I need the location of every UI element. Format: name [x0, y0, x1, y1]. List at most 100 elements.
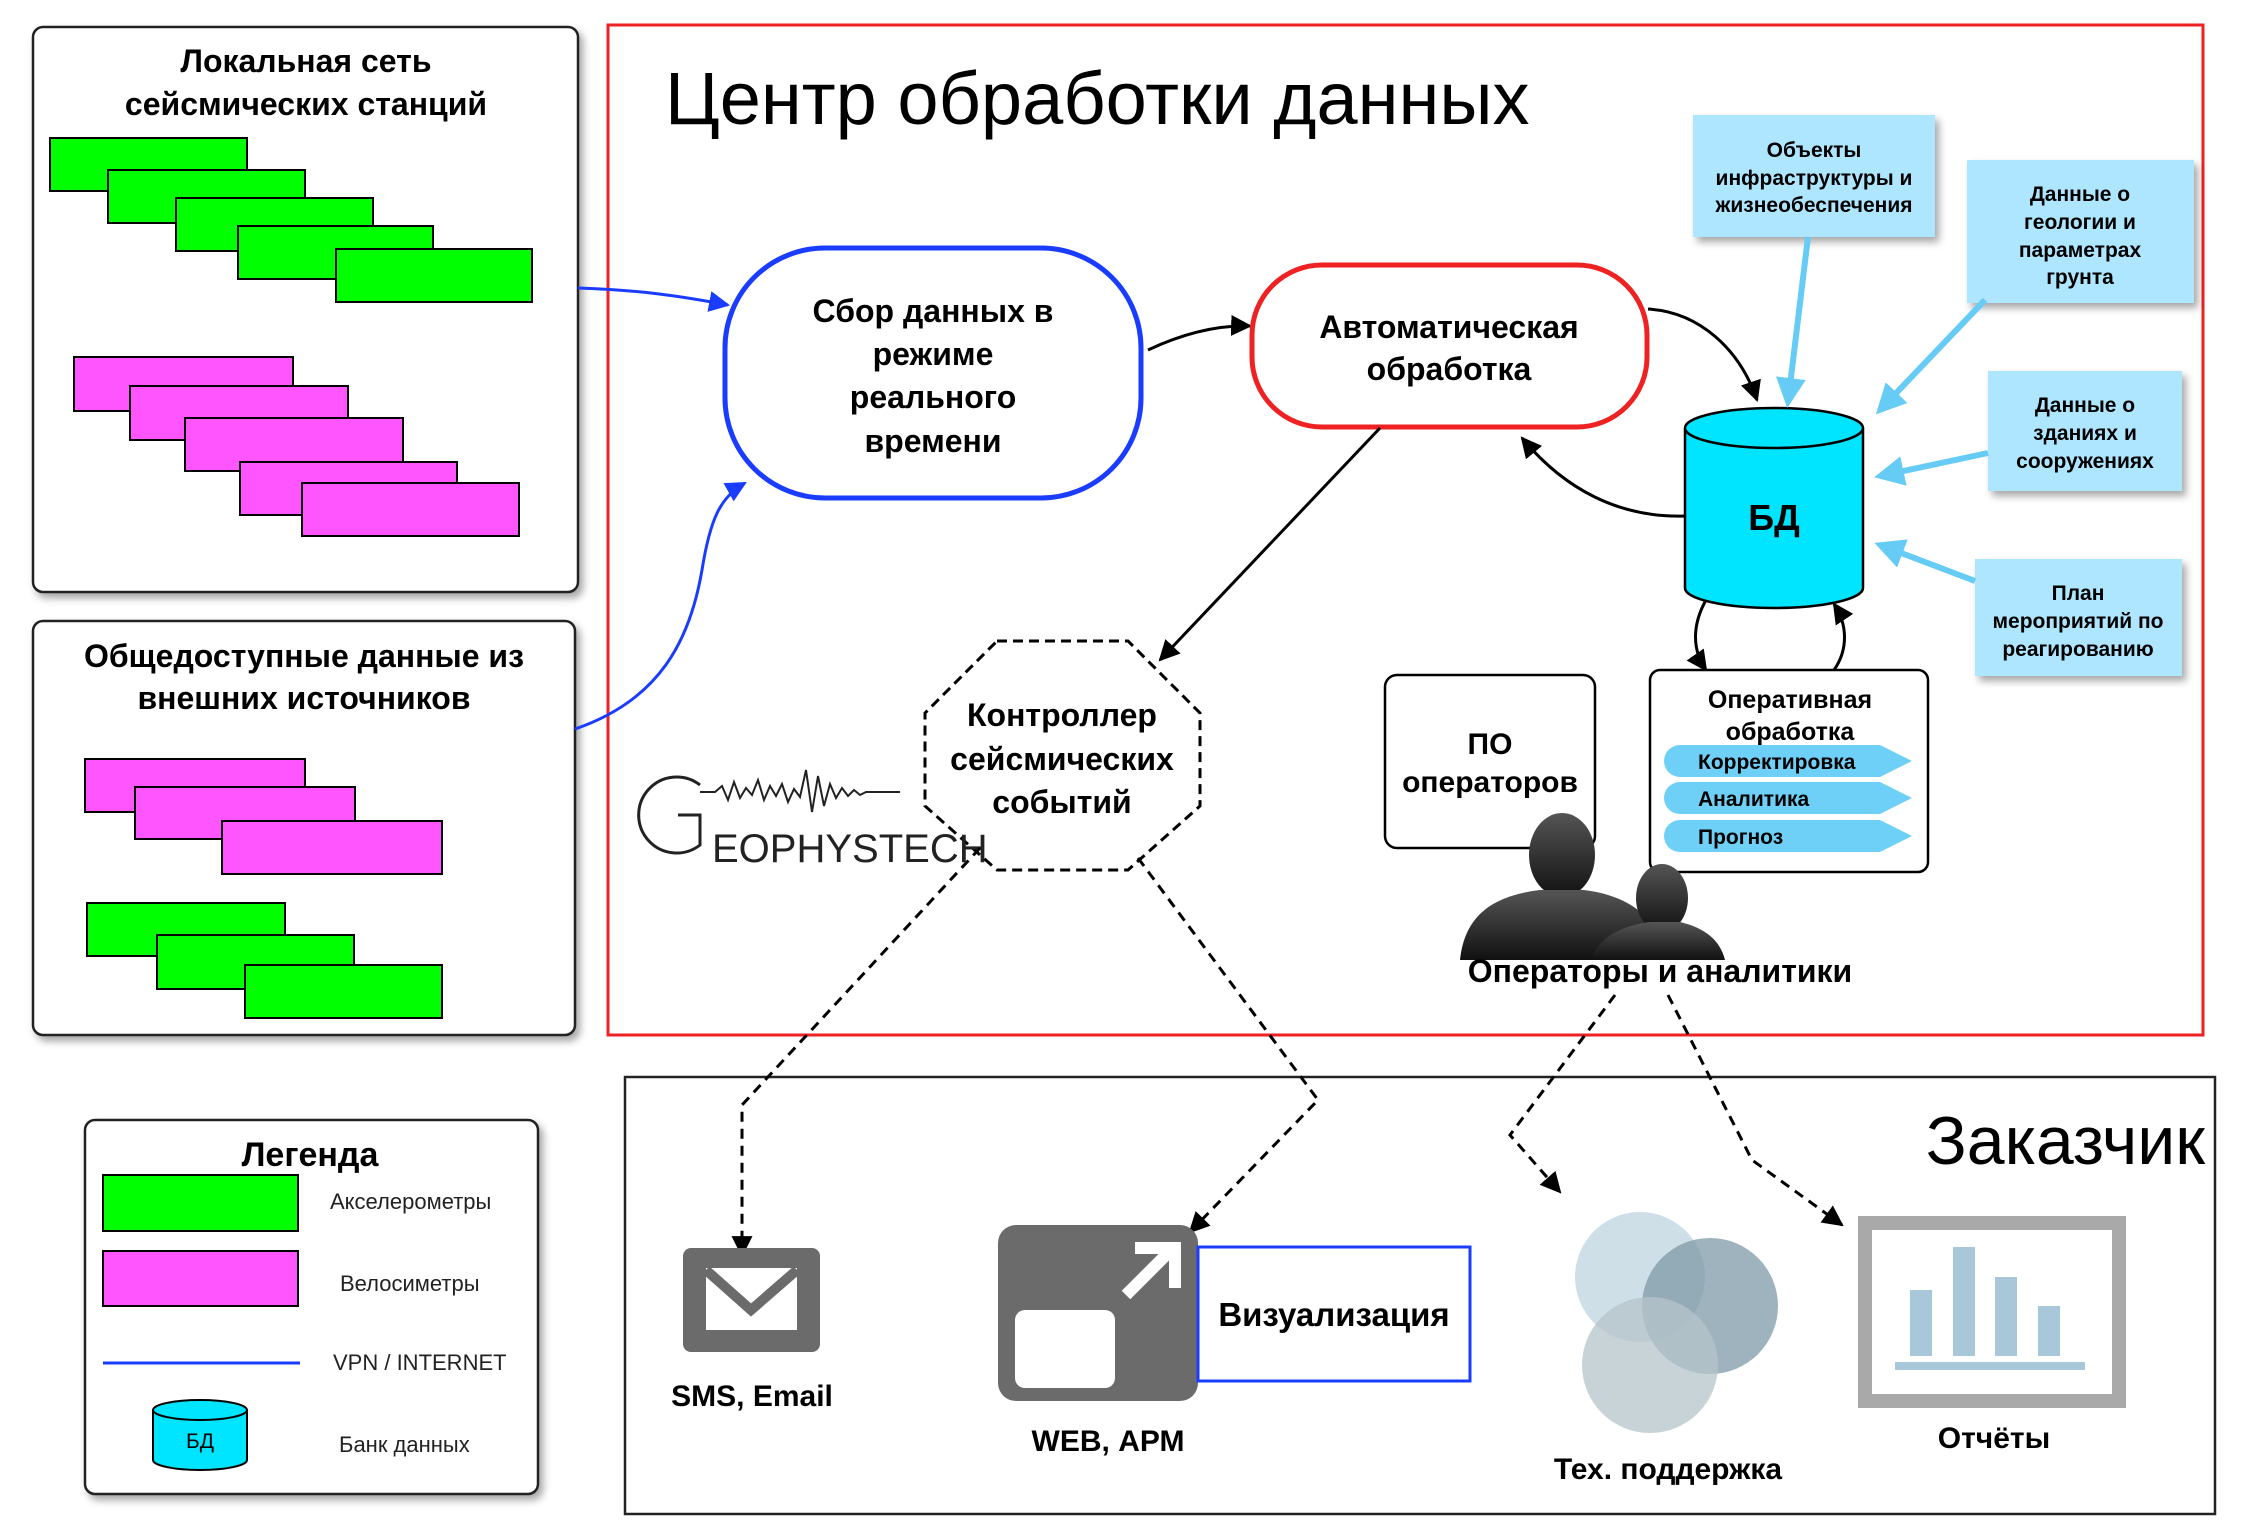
operative-item-label: Корректировка: [1698, 751, 1856, 774]
legend-label: Акселерометры: [330, 1189, 491, 1214]
controller-label: Контроллер: [967, 697, 1157, 733]
source-label: жизнеобеспечения: [1714, 194, 1912, 217]
realtime-label: режиме: [873, 336, 994, 372]
controller-label: сейсмических: [950, 741, 1174, 777]
operative-item-correction: Корректировка: [1664, 745, 1912, 777]
source-geology: Данные о геологии и параметрах грунта: [1967, 160, 2194, 303]
flow-arrow: [1520, 436, 1686, 518]
operative-processing-node: Оперативная обработка Корректировка Анал…: [1648, 668, 1930, 874]
local-network-panel: Локальная сеть сейсмических станций: [31, 25, 580, 594]
customer-frame: [623, 1075, 2217, 1516]
operators-label: Операторы и аналитики: [1468, 953, 1852, 989]
source-label: мероприятий по: [1993, 610, 2164, 633]
vpn-link: [574, 481, 747, 731]
public-data-title: внешних источников: [137, 680, 470, 716]
geophystech-logo: EOPHYSTECH: [637, 769, 988, 871]
source-arrow: [1874, 450, 1989, 486]
source-label: грунта: [2046, 266, 2114, 289]
velocimeter-stack: [73, 356, 520, 537]
realtime-label: Сбор данных в: [813, 293, 1054, 329]
legend-swatch-velocimeter: [102, 1250, 299, 1307]
envelope-icon: [683, 1248, 820, 1352]
output-label: SMS, Email: [671, 1380, 833, 1413]
source-arrow: [1874, 539, 1977, 584]
source-label: сооружениях: [2016, 450, 2154, 473]
operative-item-label: Аналитика: [1698, 788, 1809, 811]
operators-software-node: ПО операторов: [1383, 673, 1597, 850]
open-window-icon: [998, 1225, 1198, 1401]
source-label: инфраструктуры и: [1716, 167, 1913, 190]
dashed-flow-arrow: [1666, 994, 1844, 1227]
source-arrow: [1775, 236, 1811, 408]
local-network-title: сейсмических станций: [125, 86, 487, 122]
data-center-title: Центр обработки данных: [665, 57, 1530, 140]
auto-processing-label: обработка: [1367, 351, 1532, 387]
auto-processing-label: Автоматическая: [1319, 309, 1578, 345]
legend-title: Легенда: [242, 1136, 380, 1174]
legend-label: Банк данных: [339, 1432, 470, 1457]
output-label: WEB, АРМ: [1032, 1425, 1185, 1458]
output-web: WEB, АРМ: [998, 1225, 1198, 1458]
flow-arrow: [1832, 602, 1854, 671]
source-response-plan: План мероприятий по реагированию: [1975, 559, 2182, 676]
public-data-panel: Общедоступные данные из внешних источник…: [31, 619, 577, 1037]
realtime-label: реального: [850, 379, 1016, 415]
bar-chart-icon: [1858, 1216, 2126, 1408]
visualization-label: Визуализация: [1218, 1296, 1449, 1333]
legend-label: VPN / INTERNET: [333, 1350, 507, 1375]
local-network-title: Локальная сеть: [180, 43, 431, 79]
flow-arrow: [1686, 599, 1708, 672]
event-controller-node: Контроллер сейсмических событий: [923, 639, 1202, 872]
realtime-collection-node: Сбор данных в режиме реального времени: [722, 245, 1144, 501]
output-label: Отчёты: [1938, 1422, 2050, 1455]
vpn-link: [577, 286, 731, 312]
operators-software-label: ПО: [1468, 728, 1513, 761]
auto-processing-node: Автоматическая обработка: [1249, 262, 1650, 430]
legend-panel: Легенда Акселерометры Велосиметры VPN / …: [83, 1118, 540, 1496]
legend-db-icon: БД: [152, 1399, 248, 1471]
dashed-flow-arrow: [1508, 994, 1617, 1194]
public-data-title: Общедоступные данные из: [84, 638, 524, 674]
source-label: реагированию: [2002, 638, 2153, 661]
source-label: Объекты: [1767, 139, 1862, 162]
accelerometer-stack: [49, 137, 533, 303]
legend-swatch-accelerometer: [102, 1174, 299, 1232]
operators-people-icon: [1460, 813, 1725, 960]
database-label: БД: [1748, 497, 1800, 538]
operative-title: обработка: [1726, 718, 1856, 746]
dashed-flow-arrow: [1136, 857, 1320, 1234]
controller-label: событий: [992, 784, 1131, 820]
source-infrastructure: Объекты инфраструктуры и жизнеобеспечени…: [1693, 115, 1935, 237]
visualization-box: Визуализация: [1196, 1245, 1472, 1383]
customer-title: Заказчик: [1926, 1103, 2207, 1179]
source-label: Данные о: [2035, 394, 2135, 417]
output-label: Тех. поддержка: [1554, 1453, 1783, 1486]
flow-arrow: [1147, 314, 1253, 352]
output-tech-support: Тех. поддержка: [1554, 1212, 1783, 1486]
dashed-flow-arrow: [731, 846, 982, 1258]
realtime-label: времени: [864, 423, 1001, 459]
operative-item-forecast: Прогноз: [1664, 820, 1912, 852]
flow-arrow: [1647, 307, 1761, 402]
output-sms-email: SMS, Email: [671, 1248, 833, 1413]
database-node: БД: [1683, 406, 1865, 610]
operative-title: Оперативная: [1708, 686, 1872, 714]
operative-item-analytics: Аналитика: [1664, 782, 1912, 814]
source-label: зданиях и: [2033, 422, 2137, 445]
operative-item-label: Прогноз: [1698, 826, 1783, 849]
logo-text: EOPHYSTECH: [712, 827, 988, 871]
legend-db-icon-label: БД: [186, 1430, 214, 1453]
operators-software-label: операторов: [1402, 766, 1578, 799]
data-center-frame: [606, 23, 2205, 1037]
accelerometer-stack: [86, 902, 443, 1019]
source-label: параметрах: [2019, 239, 2142, 262]
source-buildings: Данные о зданиях и сооружениях: [1988, 371, 2182, 491]
source-label: План: [2052, 582, 2105, 605]
source-label: геологии и: [2024, 211, 2136, 234]
legend-label: Велосиметры: [340, 1271, 480, 1296]
flow-arrow: [1158, 426, 1382, 662]
circles-icon: [1575, 1212, 1778, 1433]
source-arrow: [1875, 297, 1988, 415]
source-label: Данные о: [2030, 183, 2130, 206]
velocimeter-stack: [84, 758, 443, 875]
